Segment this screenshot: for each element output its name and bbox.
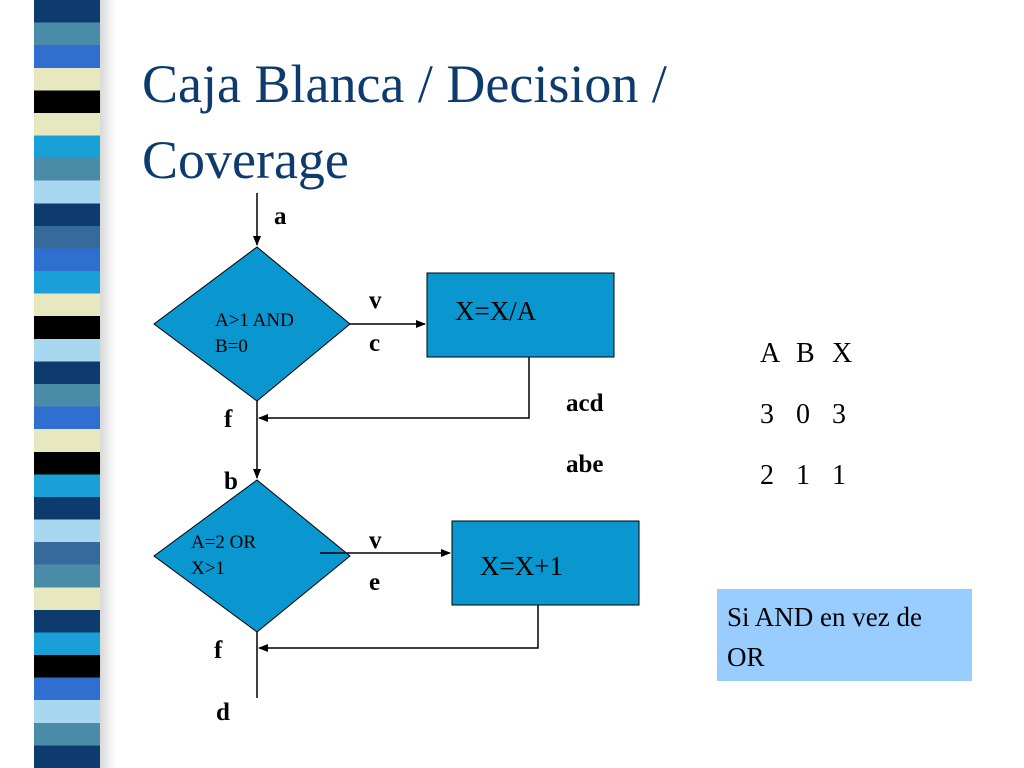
table-header-row: A B X: [760, 338, 868, 399]
return-arrow-2: [258, 605, 539, 652]
decision-2-false-label: f: [214, 637, 223, 664]
return-arrow-1: [258, 357, 530, 422]
decision-2-true-label: v: [369, 527, 382, 554]
decision-2-condition: A=2 OR X>1: [191, 532, 257, 579]
table-cell: 1: [796, 460, 810, 491]
table-header-b: B: [796, 338, 815, 369]
slide-title: Caja Blanca / Decision / Coverage: [142, 54, 667, 190]
table-cell: 3: [832, 399, 846, 430]
path-label-1: acd: [566, 390, 604, 417]
table-cell: 3: [760, 399, 774, 430]
decision-1-branch-label: c: [369, 330, 381, 357]
process-2-text: X=X+1: [480, 551, 563, 581]
table-row: 2 1 1: [760, 460, 868, 521]
note-box: Si AND en vez de OR: [717, 589, 972, 681]
table-header-x: X: [832, 338, 853, 369]
process-box-1: [426, 272, 615, 358]
decision-1-condition: A>1 AND B=0: [215, 310, 294, 357]
decision-1-false-label: f: [224, 406, 233, 433]
join-label: b: [224, 468, 238, 495]
decision-2-branch-label: e: [369, 569, 381, 596]
decorative-stripe-bar: [34, 0, 100, 768]
table-cell: 0: [796, 399, 810, 430]
table-header-a: A: [760, 338, 781, 369]
decision-1-true-label: v: [369, 287, 382, 314]
test-case-table: A B X 3 0 3 2 1 1: [760, 338, 868, 521]
stripe-shadow: [100, 0, 116, 768]
table-row: 3 0 3: [760, 399, 868, 460]
path-label-2: abe: [566, 451, 604, 478]
table-cell: 1: [832, 460, 846, 491]
process-box-2: [451, 520, 640, 606]
process-1-text: X=X/A: [455, 296, 537, 326]
exit-label: d: [216, 699, 230, 726]
entry-label: a: [274, 203, 287, 230]
table-cell: 2: [760, 460, 774, 491]
